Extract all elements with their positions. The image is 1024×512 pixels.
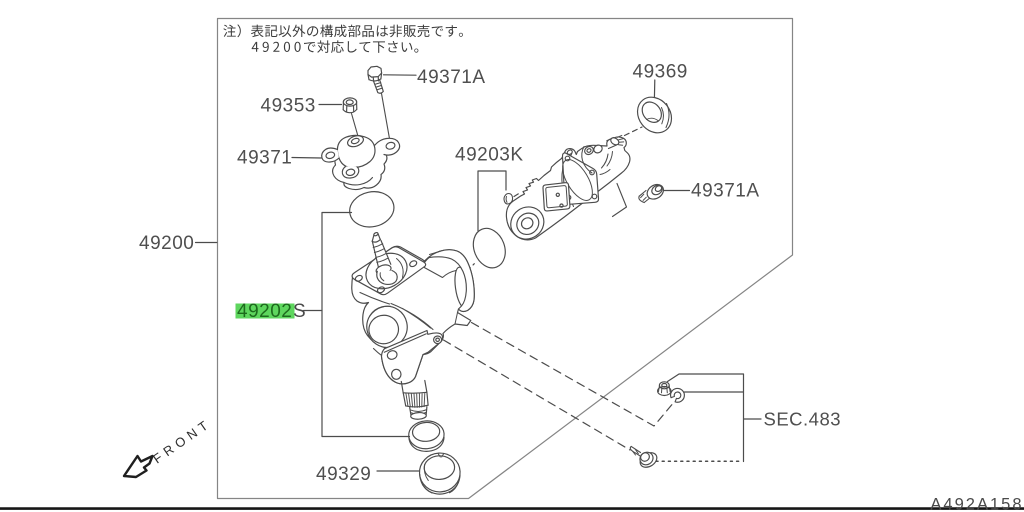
svg-text:49200: 49200 bbox=[139, 233, 194, 254]
svg-text:49329: 49329 bbox=[316, 464, 371, 485]
svg-text:49371A: 49371A bbox=[691, 181, 760, 202]
svg-text:S: S bbox=[293, 301, 306, 322]
svg-text:SEC.483: SEC.483 bbox=[764, 409, 842, 430]
svg-text:49371A: 49371A bbox=[417, 67, 486, 88]
svg-text:49353: 49353 bbox=[261, 96, 316, 117]
svg-text:A492A158: A492A158 bbox=[930, 496, 1023, 512]
svg-text:FRONT: FRONT bbox=[150, 415, 214, 466]
svg-text:49369: 49369 bbox=[633, 62, 688, 83]
svg-text:49371: 49371 bbox=[237, 148, 292, 169]
svg-text:49202: 49202 bbox=[237, 301, 292, 322]
svg-text:49203K: 49203K bbox=[455, 145, 524, 166]
